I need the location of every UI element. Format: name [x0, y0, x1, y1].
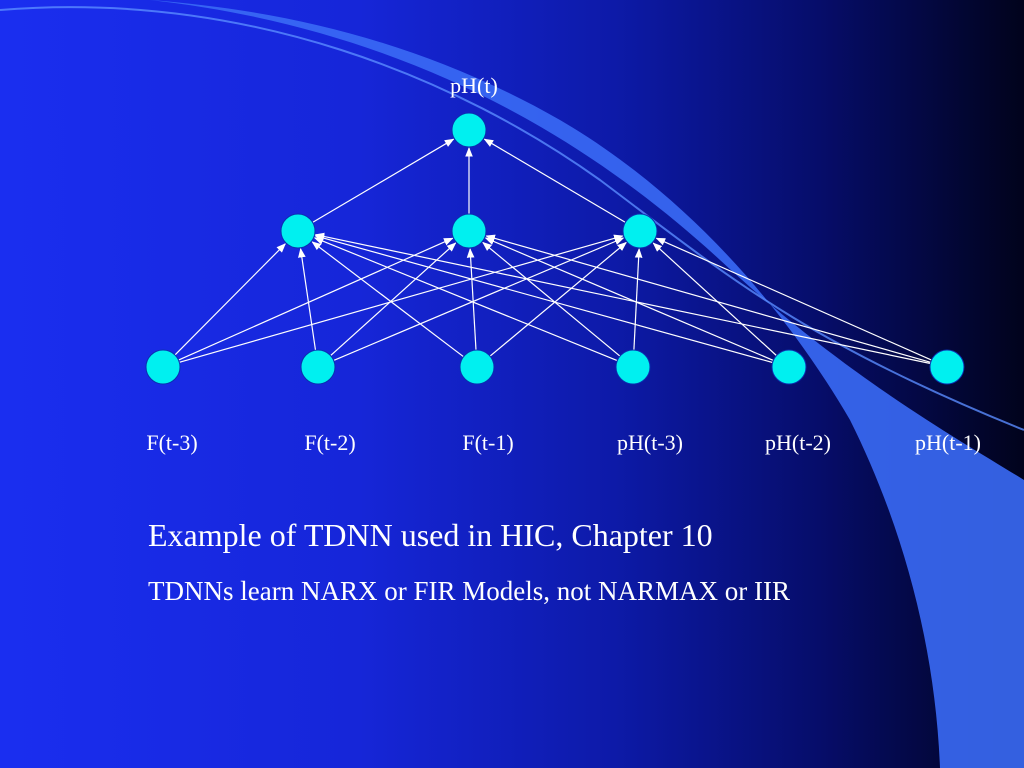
edge-i4-to-h2	[482, 241, 621, 357]
edge-i5-to-h2	[484, 237, 774, 361]
edge-i2-to-h3	[333, 237, 625, 361]
node-layer	[145, 112, 965, 385]
hidden-node-1	[280, 213, 316, 249]
edge-i4-to-h1	[313, 237, 618, 362]
caption-title: Example of TDNN used in HIC, Chapter 10	[148, 517, 713, 553]
edge-i5-to-h3	[652, 242, 777, 356]
input-node-label-ph-t-2: pH(t-2)	[765, 430, 831, 455]
edge-layer	[174, 138, 932, 365]
edge-i5-to-h1	[314, 234, 773, 364]
edge-i1-to-h1	[174, 243, 286, 356]
edge-i1-to-h2	[178, 237, 454, 361]
output-node-label: pH(t)	[450, 73, 498, 98]
input-node-label-ph-t-1: pH(t-1)	[915, 430, 981, 455]
edge-h3-to-out	[483, 138, 626, 223]
hidden-node-3	[622, 213, 658, 249]
edge-h1-to-out	[312, 138, 455, 223]
input-node-label-ph-t-3: pH(t-3)	[617, 430, 683, 455]
edge-i6-to-h2	[485, 234, 931, 363]
input-node-3	[459, 349, 495, 385]
edge-i3-to-h1	[311, 241, 464, 358]
input-node-4	[615, 349, 651, 385]
background-arc-line	[0, 6, 1024, 431]
edge-i2-to-h1	[298, 247, 317, 351]
edge-i2-to-h2	[330, 242, 457, 357]
edge-i4-to-h3	[633, 248, 643, 351]
edge-i6-to-h3	[655, 237, 932, 361]
input-node-1	[145, 349, 181, 385]
input-node-6	[929, 349, 965, 385]
output-node	[451, 112, 487, 148]
input-node-2	[300, 349, 336, 385]
input-node-label-f-t-2: F(t-2)	[304, 430, 356, 455]
edge-i6-to-h1	[314, 232, 931, 365]
input-node-label-f-t-1: F(t-1)	[462, 430, 514, 455]
edge-i3-to-h3	[489, 241, 627, 357]
input-node-label-f-t-3: F(t-3)	[146, 430, 198, 455]
input-node-5	[771, 349, 807, 385]
edge-i3-to-h2	[466, 248, 477, 351]
hidden-node-2	[451, 213, 487, 249]
background-swoosh	[150, 0, 1024, 768]
edge-i1-to-h3	[179, 234, 624, 363]
caption-subtitle: TDNNs learn NARX or FIR Models, not NARM…	[148, 576, 790, 606]
